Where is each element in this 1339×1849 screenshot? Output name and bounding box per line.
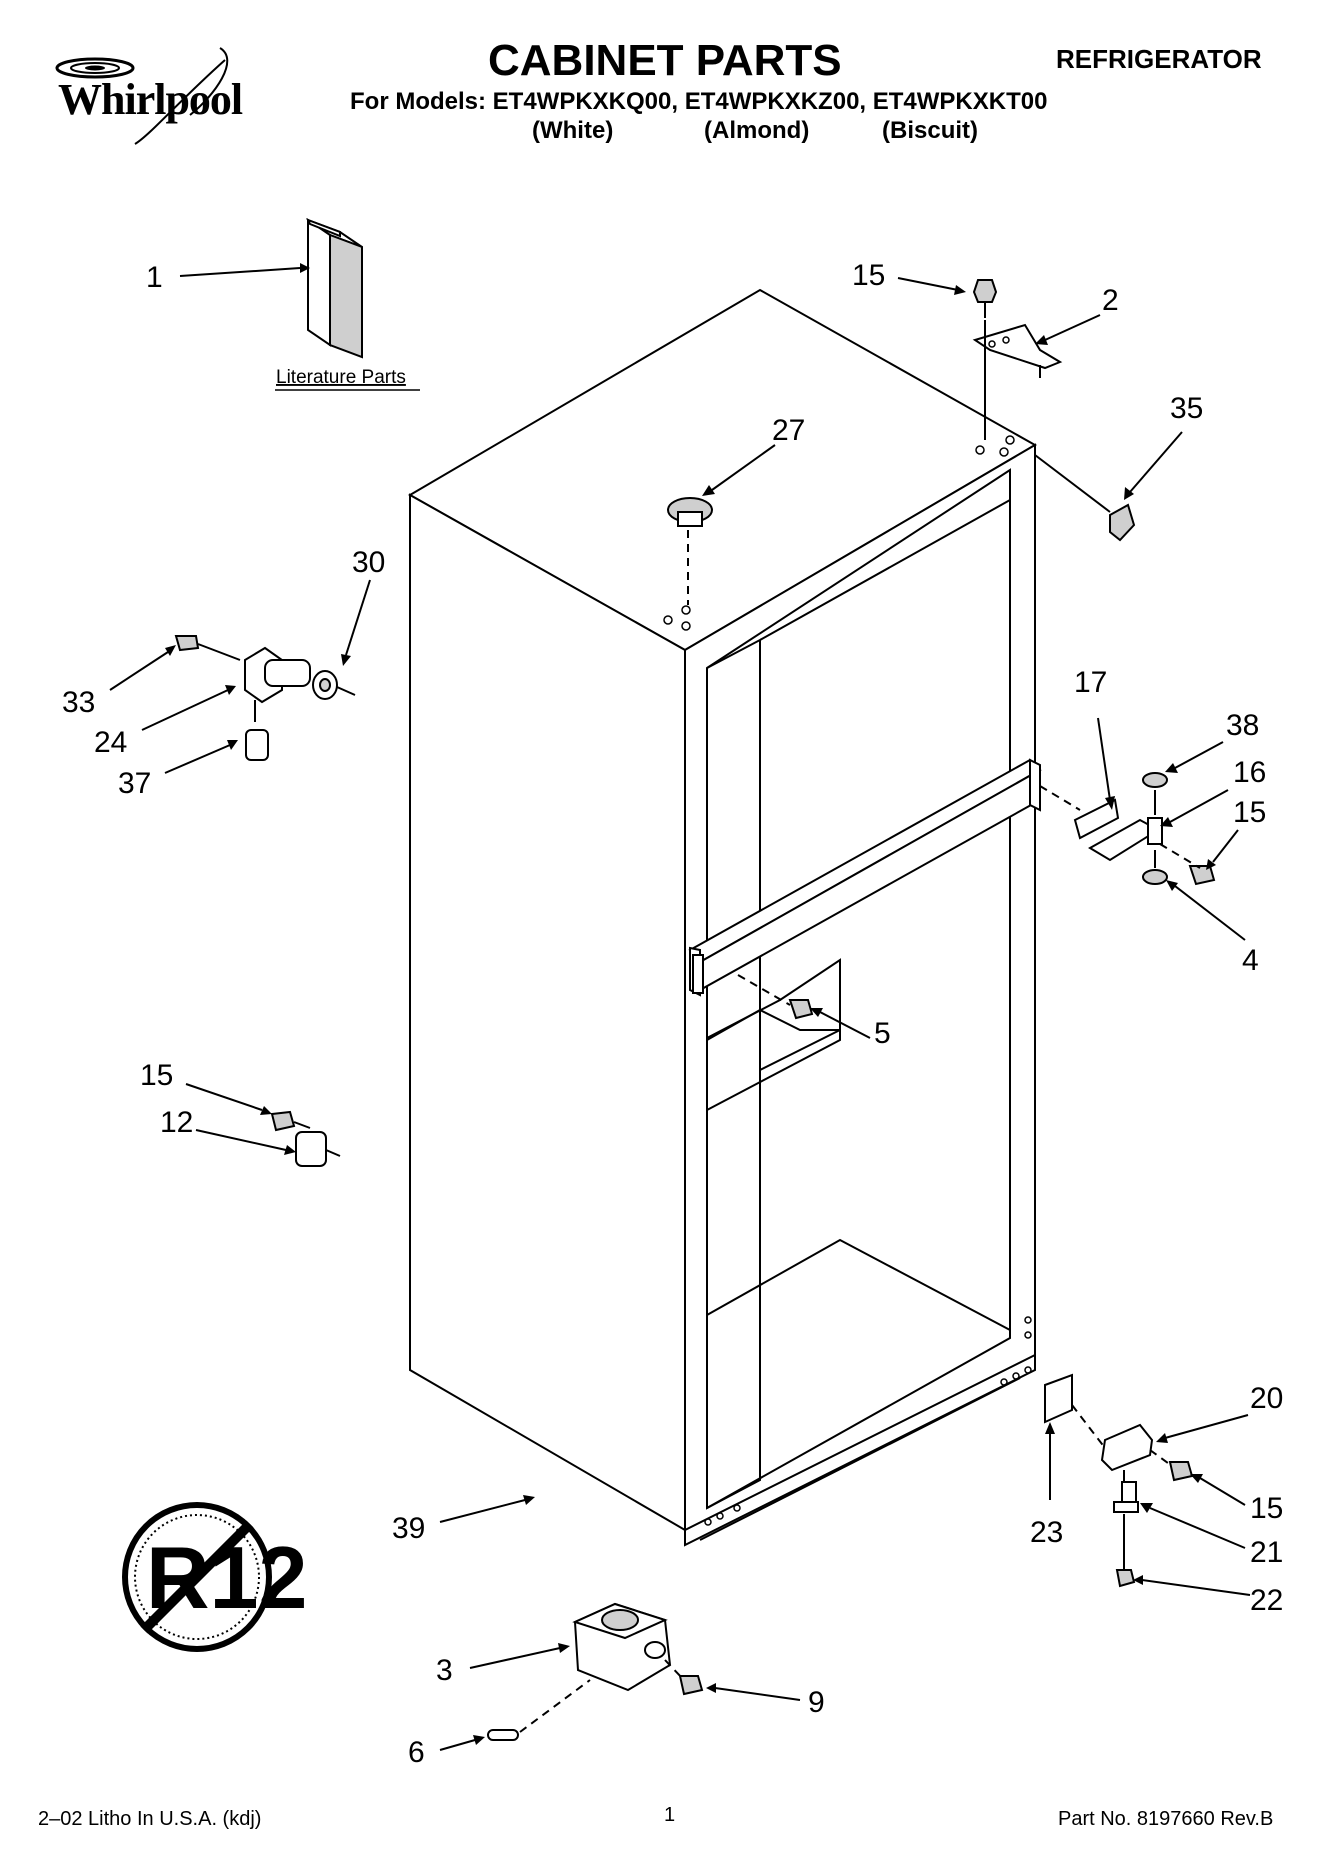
callout-23: 23 (1030, 1516, 1063, 1549)
refrigerator-cabinet (407, 288, 1038, 1547)
no-r12-symbol: R12 (122, 1502, 307, 1652)
callout-30: 30 (352, 546, 385, 579)
callout-15-low: 15 (1250, 1492, 1283, 1525)
callout-15-left: 15 (140, 1059, 173, 1092)
callout-12: 12 (160, 1106, 193, 1139)
screw-top (972, 279, 998, 318)
appliance-category: REFRIGERATOR (1056, 44, 1262, 74)
callout-27: 27 (772, 414, 805, 447)
callout-24: 24 (94, 726, 127, 759)
top-hinge (972, 323, 1063, 378)
rail-screw (788, 999, 814, 1020)
callout-35: 35 (1170, 392, 1203, 425)
callout-6: 6 (408, 1736, 425, 1769)
literature-book (305, 218, 363, 359)
callout-38: 38 (1226, 709, 1259, 742)
whirlpool-logo: Whirlpool (40, 40, 290, 150)
variant-almond: (Almond) (704, 117, 810, 144)
callout-5: 5 (874, 1017, 891, 1050)
callout-17: 17 (1074, 666, 1107, 699)
callout-2: 2 (1102, 284, 1119, 317)
callout-16: 16 (1233, 756, 1266, 789)
bottom-hinge-assembly (1044, 1373, 1194, 1588)
callout-37: 37 (118, 767, 151, 800)
callout-20: 20 (1250, 1382, 1283, 1415)
callout-39: 39 (392, 1512, 425, 1545)
top-plug (667, 497, 713, 527)
models-line: For Models: ET4WPKXKQ00, ET4WPKXKZ00, ET… (350, 88, 1048, 115)
callout-3: 3 (436, 1654, 453, 1687)
leader-lines (109, 263, 1251, 1751)
callout-4: 4 (1242, 944, 1259, 977)
callout-21: 21 (1250, 1536, 1283, 1569)
callout-labels: 1 15 2 35 27 30 33 24 37 17 38 16 15 4 5… (62, 259, 1283, 1769)
callout-9: 9 (808, 1686, 825, 1719)
whirlpool-swirl-icon (55, 47, 229, 145)
literature-parts-label: Literature Parts (276, 367, 406, 388)
callout-15-top: 15 (852, 259, 885, 292)
roller-assembly (487, 1602, 704, 1741)
callout-33: 33 (62, 686, 95, 719)
brand-name: Whirlpool (58, 75, 243, 124)
page-title: CABINET PARTS (488, 36, 842, 85)
callout-1: 1 (146, 261, 163, 294)
corner-cap (1109, 503, 1136, 542)
part-number: Part No. 8197660 Rev.B (1058, 1808, 1274, 1830)
divider-rail (688, 758, 1042, 997)
page-number: 1 (664, 1804, 676, 1826)
left-bracket (270, 1110, 341, 1167)
center-hinge-assembly (1073, 772, 1216, 886)
variant-white: (White) (532, 117, 614, 144)
left-hinge-assembly (174, 635, 356, 761)
litho-note: 2–02 Litho In U.S.A. (kdj) (38, 1808, 262, 1830)
callout-22: 22 (1250, 1584, 1283, 1617)
variant-biscuit: (Biscuit) (882, 117, 978, 144)
callout-15-mid: 15 (1233, 796, 1266, 829)
